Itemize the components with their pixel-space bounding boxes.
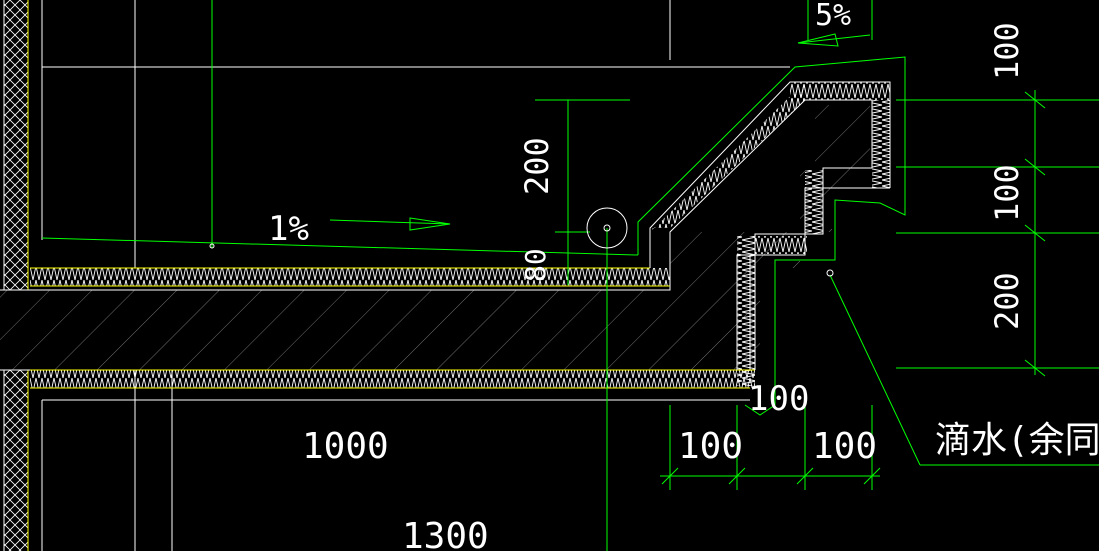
dim-100-drip: 100 [748,379,809,419]
dim-100-top-right: 100 [988,22,1026,80]
guide-lines [41,0,790,551]
slope-arrow-5pct [797,33,871,47]
slope-arrow-1pct [329,217,451,231]
drain-symbol [209,207,628,249]
dim-200-left: 200 [518,137,556,195]
dim-1300: 1300 [402,516,489,551]
dim-100-mid-right: 100 [988,164,1026,222]
dim-100-bottom-b: 100 [812,426,877,467]
dim-1000: 1000 [302,426,389,467]
dim-80: 80 [519,248,552,282]
left-wall [3,0,29,551]
drip-leader [826,269,1099,466]
dim-100-bottom-a: 100 [678,426,743,467]
coping-outline [41,56,906,416]
slope-label-1pct: 1% [268,209,309,249]
dim-200-bottom-right: 200 [988,272,1026,330]
labels: 1% 5% 滴水(余同 100 100 200 200 80 100 1000 … [268,0,1099,551]
dimension-lines [211,0,1099,551]
slope-label-5pct: 5% [815,0,851,33]
insulation-layer [30,81,891,389]
drip-note: 滴水(余同 [935,420,1099,461]
